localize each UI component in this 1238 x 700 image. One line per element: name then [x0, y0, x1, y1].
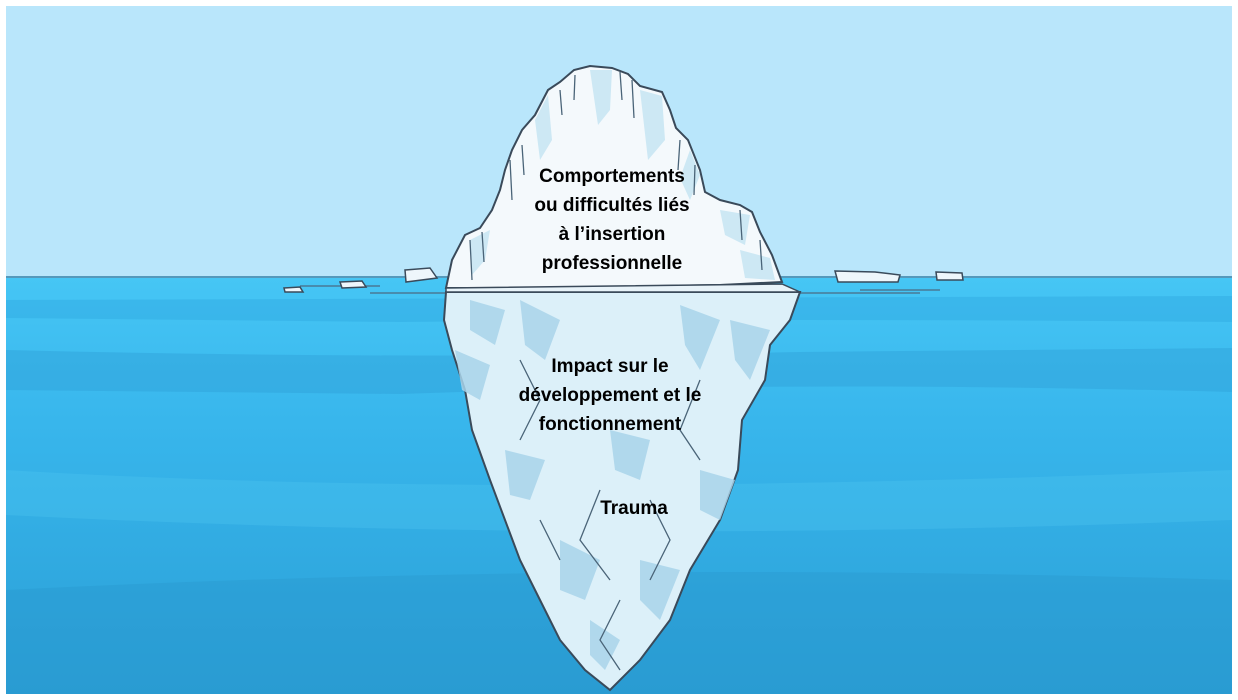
iceberg-peak-shadows — [470, 70, 775, 280]
layer-surface-line: à l’insertion — [558, 224, 666, 245]
iceberg-peak-drips — [469, 71, 763, 281]
layer-label-surface: Comportements ou difficultés liés à l’in… — [462, 162, 762, 278]
layer-impact-line: fonctionnement — [538, 414, 682, 435]
layer-impact-line: Impact sur le — [551, 356, 669, 377]
layer-trauma-line: Trauma — [600, 498, 668, 519]
layer-label-trauma: Trauma — [484, 494, 784, 523]
iceberg-base-ledge — [445, 283, 801, 293]
iceberg-underwater-facets — [455, 300, 770, 670]
iceberg-peak — [444, 64, 784, 289]
layer-surface-line: professionnelle — [541, 253, 683, 274]
layer-surface-line: ou difficultés liés — [534, 195, 690, 216]
layer-label-impact: Impact sur le développement et le foncti… — [460, 352, 760, 439]
iceberg-underwater-cracks — [519, 359, 701, 671]
layer-impact-line: développement et le — [518, 385, 702, 406]
floating-ice — [283, 267, 964, 293]
iceberg-underwater — [442, 291, 802, 692]
layer-surface-line: Comportements — [539, 166, 685, 187]
